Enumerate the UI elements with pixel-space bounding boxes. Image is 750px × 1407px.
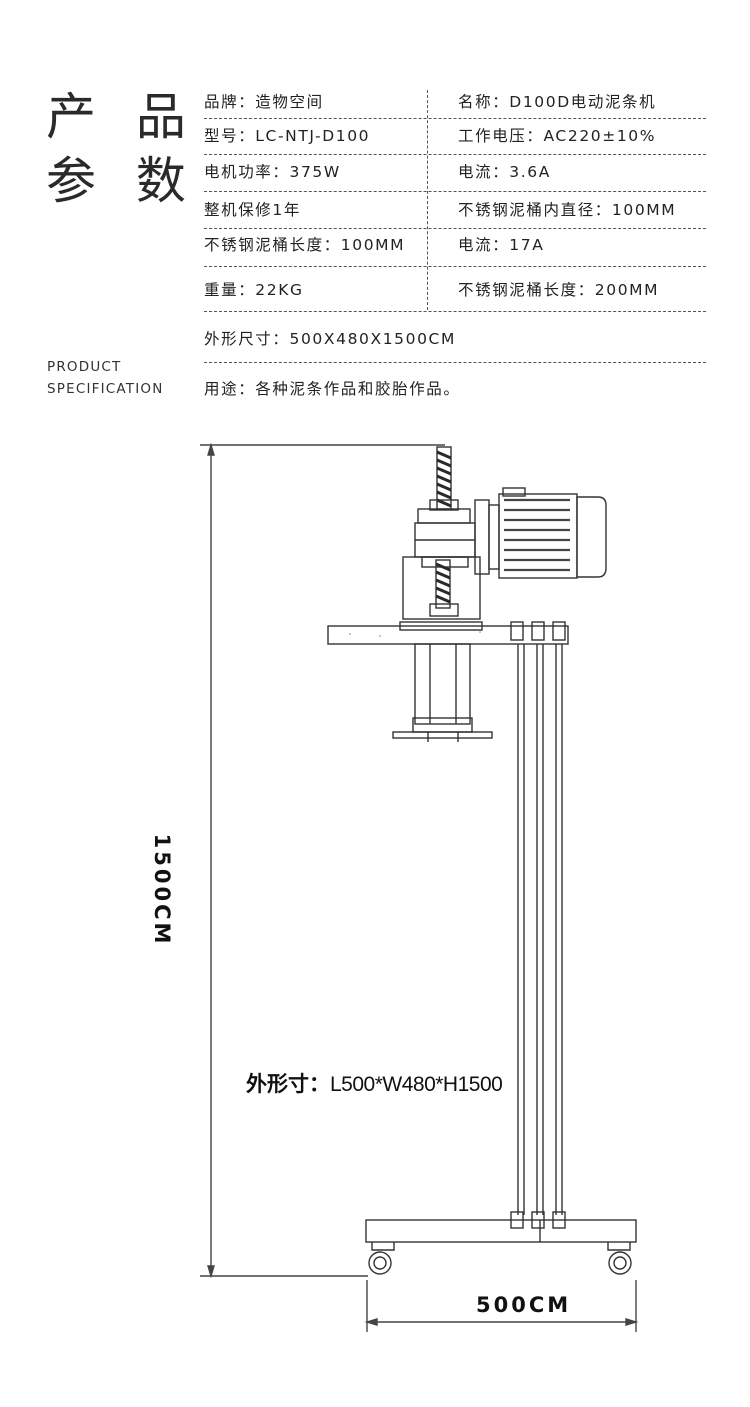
row-divider xyxy=(204,362,706,363)
spec-current-2: 电流：17A xyxy=(458,236,545,254)
spec-motor-power: 电机功率：375W xyxy=(204,163,341,181)
spec-barrel-length-2: 不锈钢泥桶长度：200MM xyxy=(458,281,660,299)
row-divider xyxy=(204,228,706,229)
row-divider xyxy=(204,266,706,267)
row-divider xyxy=(204,191,706,192)
row-divider xyxy=(204,154,706,155)
heading-cn-line2: 参 数 xyxy=(46,152,198,210)
clay-barrel xyxy=(392,643,493,742)
overall-dimensions-note: 外形寸：L500*W480*H1500 xyxy=(246,1068,503,1098)
spec-usage: 用途：各种泥条作品和胶胎作品。 xyxy=(204,380,461,398)
spec-current-1: 电流：3.6A xyxy=(458,163,551,181)
height-label: 1500CM xyxy=(150,833,174,947)
gearbox xyxy=(402,508,481,620)
motor xyxy=(474,487,607,579)
height-dimension xyxy=(200,442,445,1279)
base xyxy=(365,1219,637,1275)
spec-barrel-length-1: 不锈钢泥桶长度：100MM xyxy=(204,236,406,254)
spec-warranty: 整机保修1年 xyxy=(204,201,301,219)
spec-barrel-diameter: 不锈钢泥桶内直径：100MM xyxy=(458,201,677,219)
spec-weight: 重量：22KG xyxy=(204,281,304,299)
column xyxy=(510,644,566,1229)
heading-en-line2: SPECIFICATION xyxy=(47,381,164,397)
spec-voltage: 工作电压：AC220±10% xyxy=(458,127,657,145)
spec-name: 名称：D100D电动泥条机 xyxy=(458,93,657,111)
spec-brand: 品牌：造物空间 xyxy=(204,93,324,111)
spec-dimensions: 外形尺寸：500X480X1500CM xyxy=(204,330,456,348)
top-plate xyxy=(327,621,569,645)
spec-model: 型号：LC-NTJ-D100 xyxy=(204,127,371,145)
screw-rod xyxy=(429,446,459,511)
dims-value: L500*W480*H1500 xyxy=(330,1073,503,1096)
dims-label: 外形寸： xyxy=(246,1072,330,1096)
heading-en-line1: PRODUCT xyxy=(47,359,122,375)
column-divider xyxy=(427,90,428,310)
width-label: 500CM xyxy=(476,1293,572,1317)
heading-cn-line1: 产 品 xyxy=(46,88,198,146)
row-divider xyxy=(204,311,706,312)
width-dimension xyxy=(364,1280,639,1332)
row-divider xyxy=(204,118,706,119)
